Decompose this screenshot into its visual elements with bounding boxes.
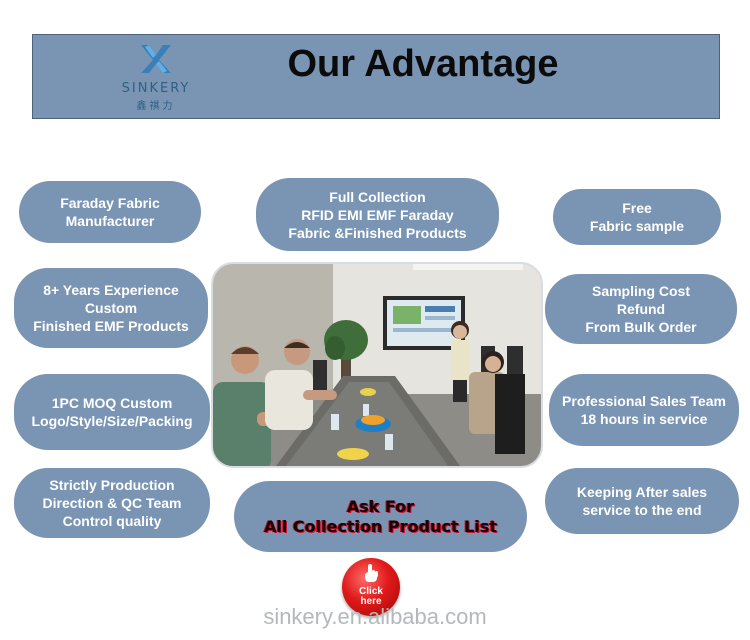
advantage-sampling-cost: Sampling Cost Refund From Bulk Order — [545, 274, 737, 344]
ask-product-list-button[interactable]: Ask For All Collection Product List — [234, 481, 527, 552]
advantage-label: Sampling Cost Refund From Bulk Order — [585, 283, 697, 335]
advantage-after-sales: Keeping After sales service to the end — [545, 468, 739, 534]
logo-chinese-name: 鑫祺力 — [136, 101, 176, 112]
advantage-label: Full Collection RFID EMI EMF Faraday Fab… — [288, 188, 467, 241]
site-watermark: sinkery.en.alibaba.com — [263, 604, 487, 629]
advantage-full-collection: Full Collection RFID EMI EMF Faraday Fab… — [256, 178, 499, 251]
office-meeting-photo — [211, 262, 543, 468]
ask-line-2: All Collection Product List — [263, 516, 498, 536]
header-banner: SINKERY 鑫祺力 Our Advantage — [32, 34, 720, 119]
sinkery-logo-icon — [141, 45, 171, 73]
advantage-label: Professional Sales Team 18 hours in serv… — [562, 393, 726, 427]
advantage-free-sample: Free Fabric sample — [553, 189, 721, 245]
advantage-years-experience: 8+ Years Experience Custom Finished EMF … — [14, 268, 208, 348]
advantage-label: Keeping After sales service to the end — [576, 484, 708, 518]
advantage-faraday-fabric: Faraday Fabric Manufacturer — [19, 181, 201, 243]
page-title: Our Advantage — [287, 43, 559, 85]
advantage-label: Faraday Fabric Manufacturer — [60, 195, 160, 229]
advantage-label: Free Fabric sample — [589, 200, 685, 234]
click-here-button[interactable]: Click here — [342, 558, 400, 616]
ask-line-1: Ask For — [346, 496, 415, 516]
advantage-label: 1PC MOQ Custom Logo/Style/Size/Packing — [31, 395, 193, 429]
advantage-qc-team: Strictly Production Direction & QC Team … — [14, 468, 210, 538]
logo-brand: SINKERY — [121, 81, 191, 96]
advantage-sales-team: Professional Sales Team 18 hours in serv… — [549, 374, 739, 446]
meeting-illustration — [213, 264, 541, 466]
click-here-label: Click here — [359, 586, 383, 607]
advantage-label: 8+ Years Experience Custom Finished EMF … — [33, 282, 189, 334]
pointing-hand-icon — [365, 564, 378, 582]
advantage-moq: 1PC MOQ Custom Logo/Style/Size/Packing — [14, 374, 210, 450]
sinkery-logo: SINKERY 鑫祺力 — [111, 43, 201, 113]
advantage-label: Strictly Production Direction & QC Team … — [42, 477, 182, 529]
